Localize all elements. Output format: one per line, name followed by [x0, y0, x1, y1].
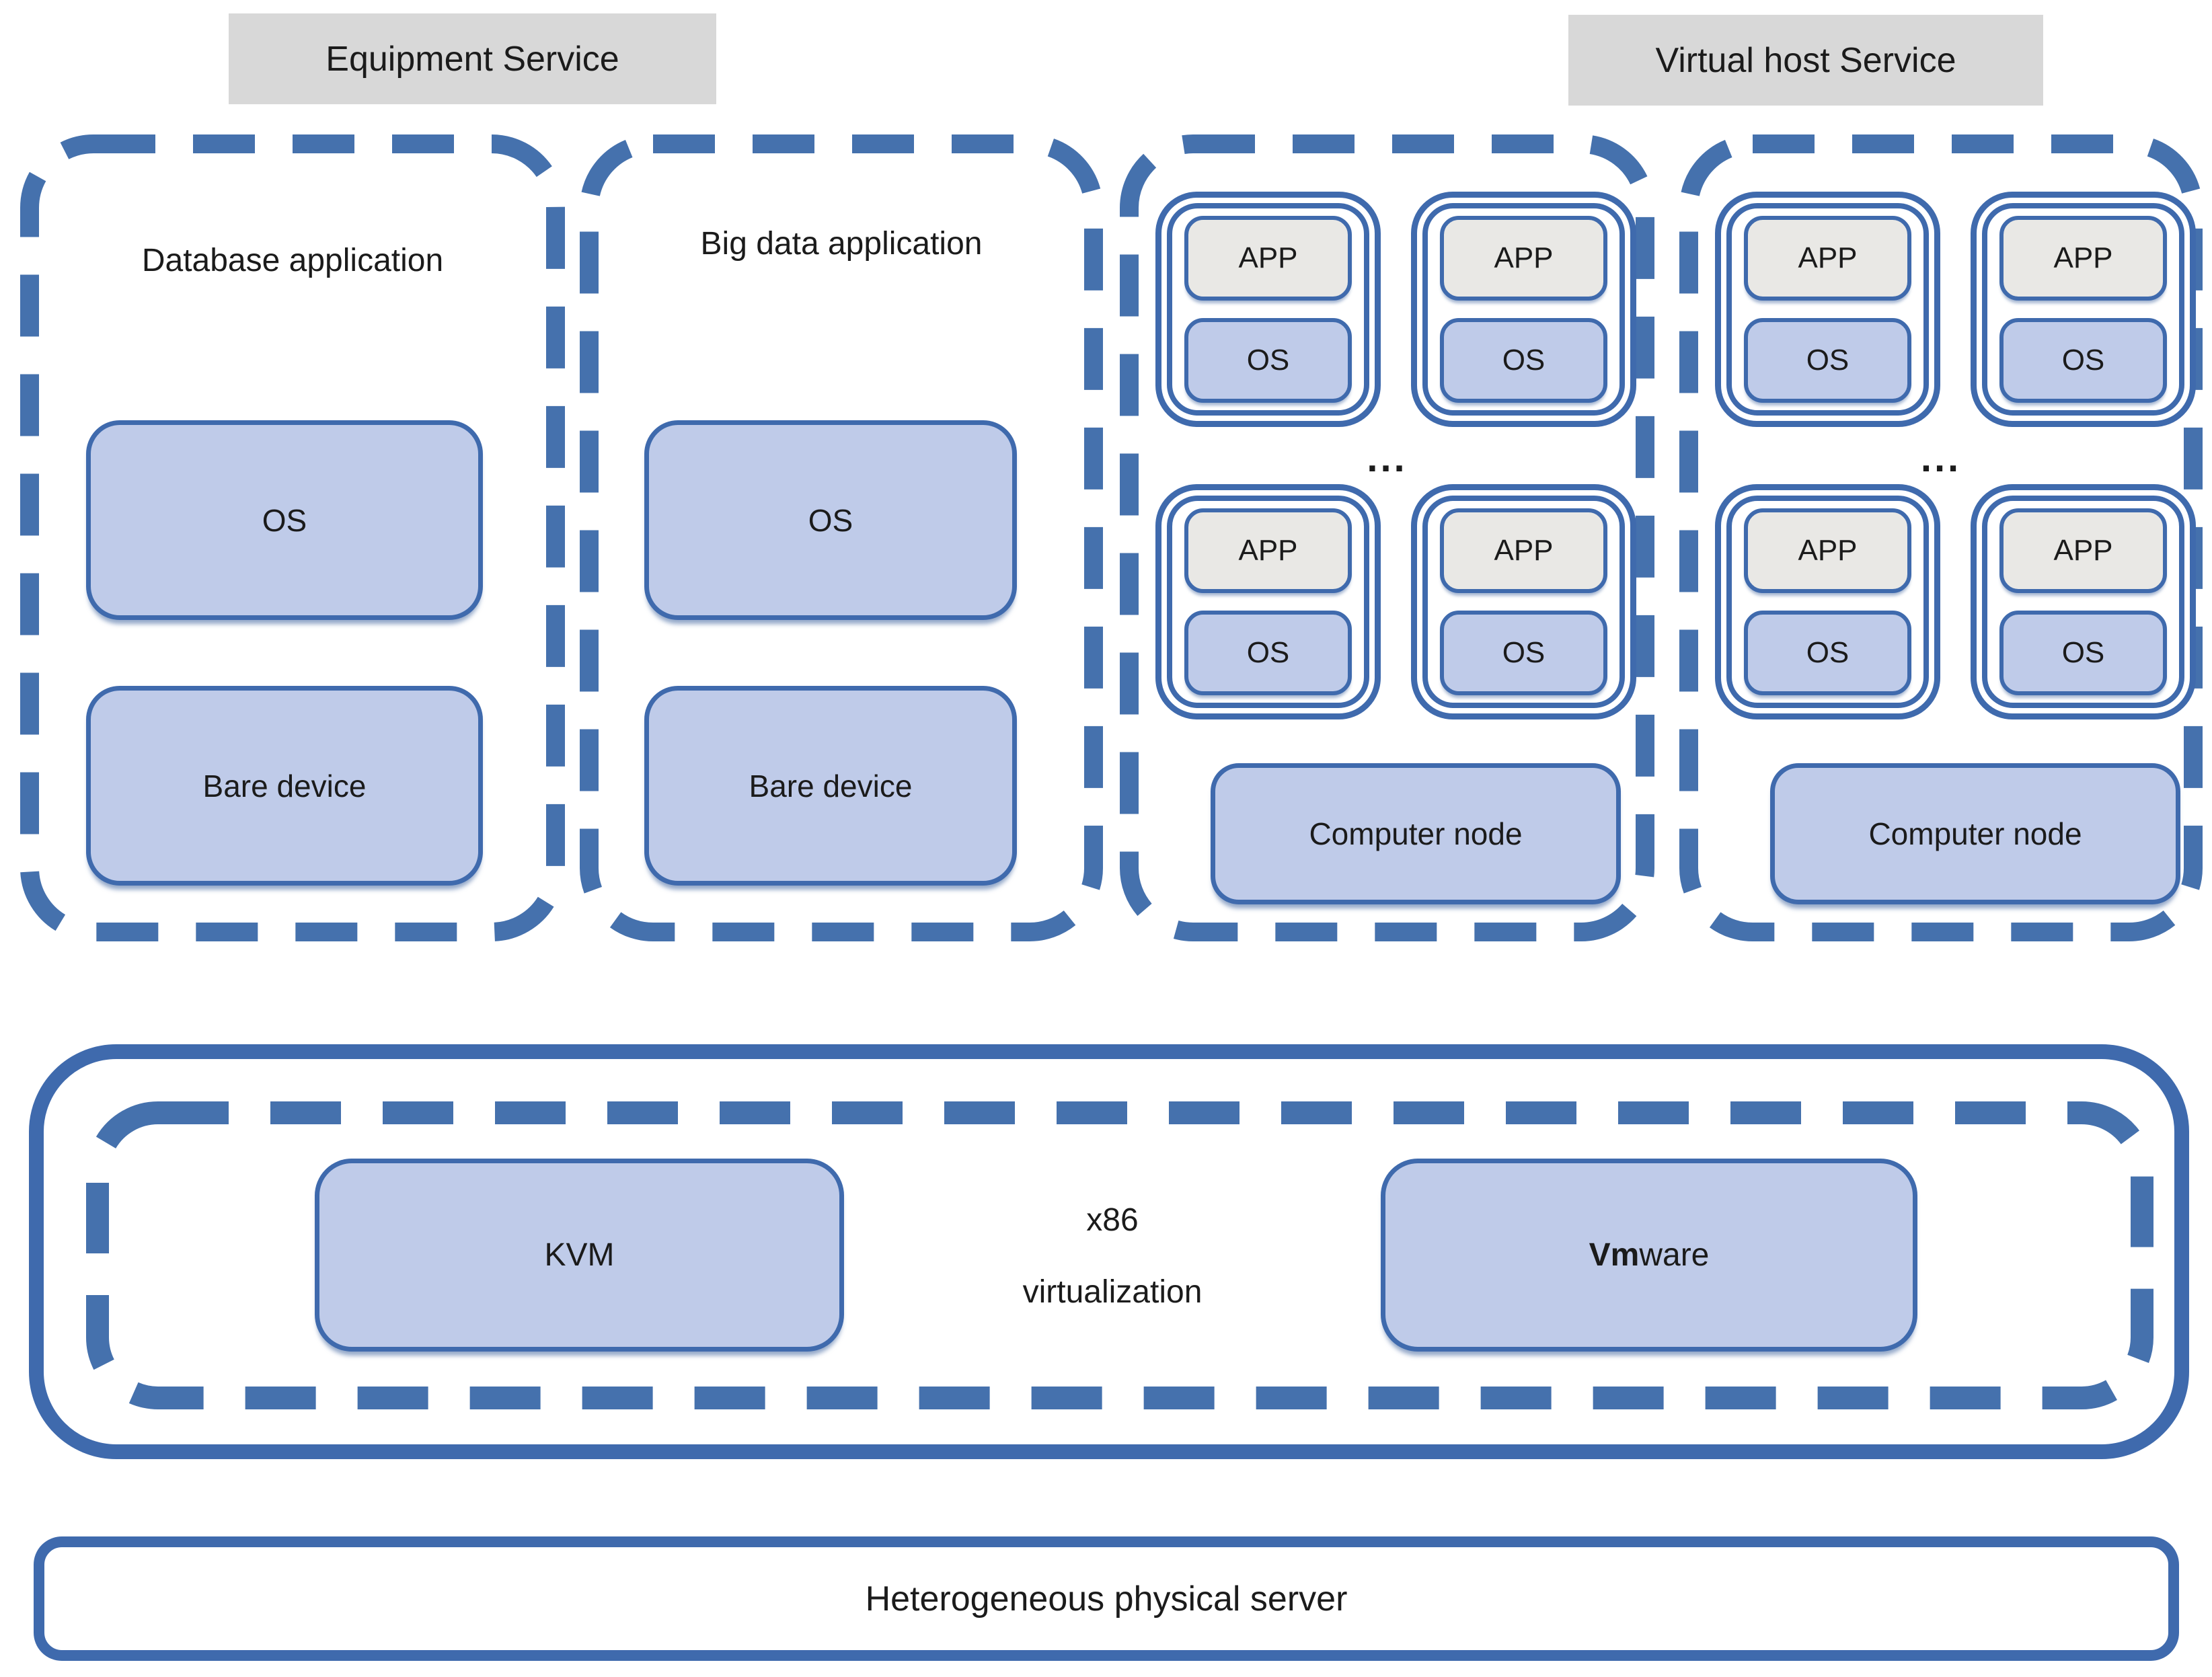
- os-box: OS: [1184, 611, 1352, 695]
- kvm-box: KVM: [315, 1159, 844, 1352]
- equipment-service-label: Equipment Service: [229, 13, 716, 104]
- vm-inner-ring: APP OS: [1422, 203, 1625, 416]
- app-box: APP: [1184, 216, 1352, 301]
- vm-inner-ring: APP OS: [1982, 496, 2184, 708]
- x86-line: x86: [1086, 1202, 1139, 1238]
- vm-box: APP OS: [1715, 192, 1940, 427]
- app-box: APP: [1440, 216, 1607, 301]
- vm-box: APP OS: [1971, 192, 2196, 427]
- app-box: APP: [1744, 508, 1911, 593]
- app-box: APP: [1999, 216, 2167, 301]
- os-box: OS: [1440, 318, 1607, 403]
- vm-box: APP OS: [1155, 484, 1381, 719]
- group-title: Database application: [141, 243, 444, 278]
- os-box: OS: [86, 420, 483, 620]
- more-vms-ellipsis: ...: [1920, 436, 1962, 480]
- vm-inner-ring: APP OS: [1167, 203, 1369, 416]
- vm-box: APP OS: [1155, 192, 1381, 427]
- group-virtual-host-2: APP OS APP OS ... APP OS APP OS Computer…: [1679, 134, 2203, 941]
- virtual-host-service-label: Virtual host Service: [1568, 15, 2043, 106]
- vm-inner-ring: APP OS: [1422, 496, 1625, 708]
- vmware-bold-part: Vm: [1589, 1237, 1640, 1273]
- app-box: APP: [1999, 508, 2167, 593]
- vm-inner-ring: APP OS: [1167, 496, 1369, 708]
- computer-node-box: Computer node: [1770, 763, 2180, 904]
- os-box: OS: [1744, 318, 1911, 403]
- os-box: OS: [1999, 611, 2167, 695]
- dashed-border: [86, 1101, 2153, 1409]
- os-box: OS: [1440, 611, 1607, 695]
- vm-inner-ring: APP OS: [1982, 203, 2184, 416]
- group-database-application: Database application OS Bare device: [20, 134, 565, 941]
- vm-inner-ring: APP OS: [1726, 496, 1929, 708]
- app-box: APP: [1184, 508, 1352, 593]
- bare-device-box: Bare device: [86, 686, 483, 886]
- computer-node-box: Computer node: [1211, 763, 1621, 904]
- vm-box: APP OS: [1411, 192, 1636, 427]
- os-box: OS: [1744, 611, 1911, 695]
- group-virtual-host-1: APP OS APP OS ... APP OS APP OS Computer…: [1120, 134, 1654, 941]
- group-title: Big data application: [700, 226, 983, 262]
- bare-device-box: Bare device: [644, 686, 1017, 886]
- vm-box: APP OS: [1971, 484, 2196, 719]
- vm-inner-ring: APP OS: [1726, 203, 1929, 416]
- x86-virtualization-label: x86 virtualization: [911, 1169, 1314, 1343]
- vm-box: APP OS: [1715, 484, 1940, 719]
- dashed-border: [20, 134, 565, 941]
- group-big-data-application: Big data application OS Bare device: [580, 134, 1103, 941]
- os-box: OS: [1999, 318, 2167, 403]
- more-vms-ellipsis: ...: [1367, 436, 1408, 480]
- os-box: OS: [1184, 318, 1352, 403]
- vm-box: APP OS: [1411, 484, 1636, 719]
- app-box: APP: [1744, 216, 1911, 301]
- vmware-rest-part: ware: [1639, 1237, 1710, 1273]
- app-box: APP: [1440, 508, 1607, 593]
- virtualization-line: virtualization: [1022, 1274, 1203, 1310]
- dashed-border: [1120, 134, 1654, 941]
- heterogeneous-physical-server-bar: Heterogeneous physical server: [34, 1536, 2179, 1661]
- os-box: OS: [644, 420, 1017, 620]
- dashed-border: [580, 134, 1103, 941]
